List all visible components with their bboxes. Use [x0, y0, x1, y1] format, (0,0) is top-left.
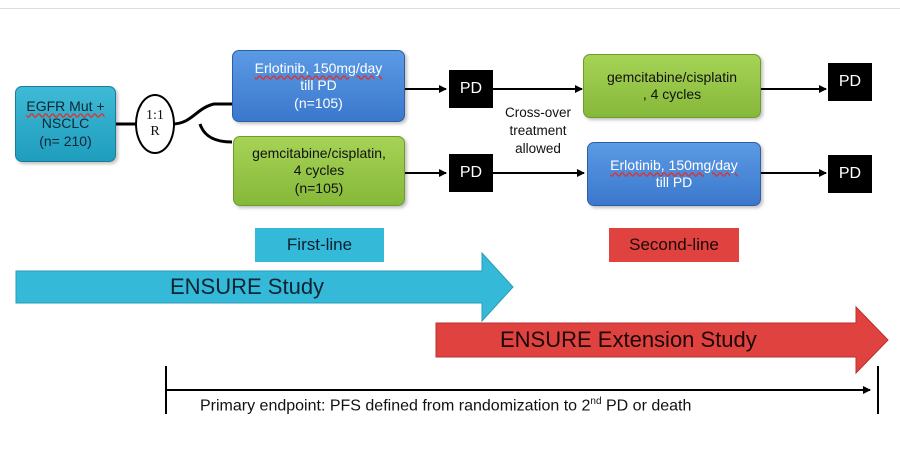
crossover-note: Cross-over treatment allowed: [490, 104, 586, 159]
ensure-study-label: ENSURE Study: [170, 274, 325, 299]
randomization-ratio: 1:1: [146, 107, 164, 123]
endpoint-prefix: Primary endpoint: PFS defined from rando…: [200, 397, 591, 415]
population-line2: NSCLC: [41, 115, 90, 132]
erlotinib-arm-line3: (n=105): [294, 94, 343, 111]
second-line-label: Second-line: [609, 228, 739, 262]
pd-box-final-2: PD: [828, 155, 872, 193]
pd-box-final-1: PD: [828, 63, 872, 101]
first-line-gemcis-box: gemcitabine/cisplatin, 4 cycles (n=105): [233, 136, 405, 206]
population-line3: (n= 210): [39, 132, 92, 149]
endpoint-superscript: nd: [590, 396, 602, 407]
randomization-circle: 1:1 R: [135, 94, 175, 154]
ensure-extension-label: ENSURE Extension Study: [500, 327, 757, 352]
gemcis-arm-line1: gemcitabine/cisplatin,: [252, 144, 386, 161]
population-line1: EGFR Mut +: [26, 97, 105, 114]
second-gemcis-line2: , 4 cycles: [642, 86, 702, 102]
second-line-gemcis-box: gemcitabine/cisplatin , 4 cycles: [583, 54, 761, 118]
crossover-line3: allowed: [515, 141, 561, 157]
ensure-extension-arrow: [435, 305, 889, 375]
endpoint-suffix: PD or death: [601, 397, 692, 415]
randomization-split-path: [171, 102, 233, 144]
second-line-erlotinib-box: Erlotinib, 150mg/day till PD: [587, 142, 761, 206]
second-gemcis-line1: gemcitabine/cisplatin: [607, 68, 737, 85]
crossover-line1: Cross-over: [504, 105, 571, 120]
erlotinib-arm-line1: Erlotinib, 150mg/day: [254, 59, 383, 76]
second-erlotinib-line2: till PD: [655, 174, 693, 190]
pd-box-arm1: PD: [449, 70, 493, 108]
first-line-erlotinib-box: Erlotinib, 150mg/day till PD (n=105): [232, 50, 405, 122]
crossover-line2: treatment: [509, 123, 567, 139]
gemcis-arm-line3: (n=105): [294, 179, 344, 196]
erlotinib-arm-line2: till PD: [300, 77, 337, 94]
gemcis-arm-line2: 4 cycles: [293, 162, 345, 179]
second-erlotinib-line1: Erlotinib, 150mg/day: [610, 156, 738, 173]
first-line-label: First-line: [255, 228, 384, 262]
ensure-study-arrow: [15, 251, 514, 323]
primary-endpoint-text: Primary endpoint: PFS defined from rando…: [200, 396, 691, 415]
population-box: EGFR Mut + NSCLC (n= 210): [15, 86, 116, 162]
randomization-letter: R: [150, 124, 160, 139]
pd-box-arm2: PD: [449, 154, 493, 192]
top-divider: [0, 8, 900, 9]
